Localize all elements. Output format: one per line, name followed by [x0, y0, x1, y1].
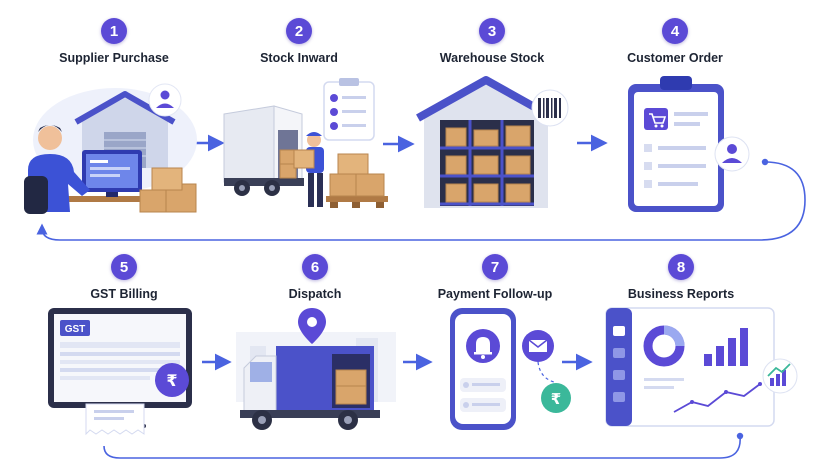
supplier-purchase-illustration: [24, 83, 197, 214]
step-8-title: Business Reports: [627, 287, 735, 301]
step-6-title: Dispatch: [288, 287, 342, 301]
checklist-icon: [323, 78, 375, 141]
step-5-badge: 5: [111, 254, 137, 280]
step-6-badge: 6: [302, 254, 328, 280]
customer-order-illustration: [628, 76, 750, 212]
warehouse-stock-illustration: [416, 76, 569, 208]
step-8-badge: 8: [668, 254, 694, 280]
gst-billing-illustration: GST ₹: [48, 308, 192, 436]
payment-followup-illustration: ₹: [450, 308, 571, 430]
loop-connector-top: [36, 161, 806, 241]
step-1-badge: 1: [101, 18, 127, 44]
rupee-symbol: ₹: [166, 371, 177, 390]
location-pin-icon: [298, 308, 326, 344]
gst-label: GST: [65, 324, 86, 335]
dispatch-illustration: [236, 308, 396, 430]
barcode-icon: [531, 89, 569, 127]
step-4-title: Customer Order: [627, 51, 723, 65]
step-5-title: GST Billing: [90, 287, 158, 301]
step-2-badge: 2: [286, 18, 312, 44]
bell-icon: [466, 329, 500, 363]
user-icon: [148, 83, 182, 117]
business-reports-illustration: [605, 307, 798, 427]
mail-icon: [522, 330, 554, 362]
bar-chart-icon: [762, 358, 798, 394]
step-7-badge: 7: [482, 254, 508, 280]
stock-inward-illustration: [223, 78, 388, 208]
rupee-coin: ₹: [551, 390, 561, 408]
step-7-title: Payment Follow-up: [437, 287, 553, 301]
step-3-badge: 3: [479, 18, 505, 44]
shopping-cart-icon: [644, 108, 668, 130]
user-icon: [714, 136, 750, 172]
loop-connector-bottom: [103, 435, 741, 459]
step-4-badge: 4: [662, 18, 688, 44]
step-3-title: Warehouse Stock: [439, 51, 545, 65]
step-1-title: Supplier Purchase: [59, 51, 169, 65]
step-2-title: Stock Inward: [260, 51, 338, 65]
